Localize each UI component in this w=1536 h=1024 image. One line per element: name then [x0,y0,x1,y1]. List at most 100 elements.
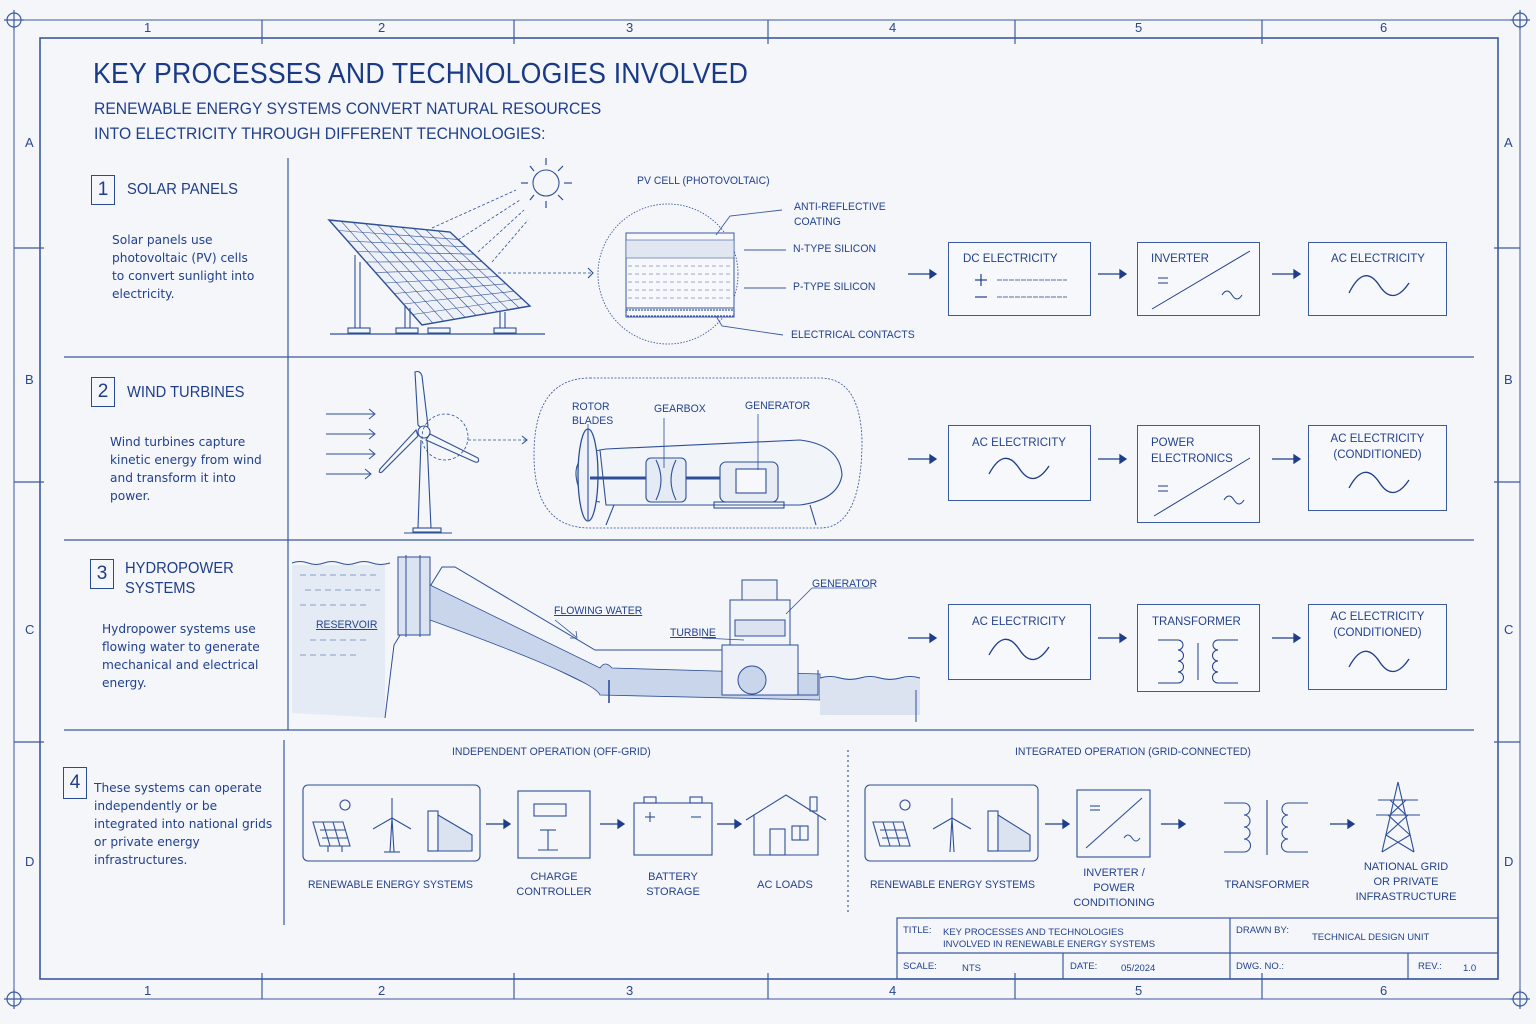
flow-box-label: AC ELECTRICITY [972,616,1066,628]
flow-box-dc-electricity: DC ELECTRICITY [948,242,1091,316]
grid-row-d-right: D [1504,854,1514,869]
flow-box-label: DC ELECTRICITY [963,253,1058,265]
label-generator-hydro: GENERATOR [812,578,878,590]
callout-electrical-contacts: ELECTRICAL CONTACTS [791,329,915,341]
transformer-label: TRANSFORMER [1224,879,1310,891]
flow-box-ac-electricity-hydro: AC ELECTRICITY [948,604,1091,680]
section-description-integration: These systems can operate independently … [94,781,273,867]
panel-cell-line [413,228,498,312]
sine-wave-icon [1348,650,1410,673]
pv-cell-caption: PV CELL (PHOTOVOLTAIC) [637,175,770,187]
battery-icon [633,802,713,856]
tb-scale-label: SCALE: [903,961,937,972]
grid-col-5-top: 5 [1135,20,1143,35]
ac-loads-label: AC LOADS [757,879,813,891]
tb-title-label: TITLE: [903,925,932,936]
grid-col-6-bottom: 6 [1380,983,1388,998]
flow-box-transformer: TRANSFORMER [1137,604,1260,692]
flow-box-label: INVERTER [1151,253,1209,265]
page-subtitle-line-1: RENEWABLE ENERGY SYSTEMS CONVERT NATURAL… [94,100,602,118]
grid-col-4-bottom: 4 [889,983,897,998]
grid-row-c-right: C [1504,622,1514,637]
section-number-4: 4 [63,767,87,799]
flow-box-label: AC ELECTRICITY(CONDITIONED) [1330,433,1425,461]
grid-col-1-top: 1 [144,20,152,35]
callout-p-type: P-TYPE SILICON [793,281,876,293]
mini-solar-icon [312,799,351,852]
offgrid-heading: INDEPENDENT OPERATION (OFF-GRID) [452,746,651,758]
grid-row-c-left: C [25,622,35,637]
section-number-1: 1 [91,175,115,205]
section-number-3: 3 [90,559,114,589]
panel-cell-line [340,220,434,324]
panel-cell-line [365,223,455,320]
grid-col-3-top: 3 [626,20,634,35]
flow-box-label: AC ELECTRICITY [1331,253,1425,265]
panel-cell-line [352,222,444,322]
grid-row-b-right: B [1504,372,1513,387]
ongrid-res-label: RENEWABLE ENERGY SYSTEMS [870,879,1035,891]
nacelle-diagram [533,377,863,529]
charge-controller-icon [517,790,591,859]
sine-wave-icon [988,457,1050,480]
house-icon [745,794,827,821]
tb-scale-value: NTS [962,963,981,974]
grid-col-2-top: 2 [378,20,386,35]
page-subtitle-line-2: INTO ELECTRICITY THROUGH DIFFERENT TECHN… [94,125,546,143]
grid-col-1-bottom: 1 [144,983,152,998]
flow-box-ac-electricity-wind: AC ELECTRICITY [948,425,1091,501]
panel-cell-line [389,225,477,316]
grid-row-a-right: A [1504,135,1513,150]
sine-wave-icon [1348,275,1410,297]
flow-box-label: TRANSFORMER [1152,616,1241,628]
pv-cell-diagram [597,203,786,345]
grid-col-2-bottom: 2 [378,983,386,998]
wind-turbine-illustration [326,370,528,534]
label-reservoir: RESERVOIR [316,619,378,631]
tb-rev-label: REV.: [1418,961,1442,972]
flow-box-ac-electricity: AC ELECTRICITY [1308,242,1447,316]
section-title-wind: WIND TURBINES [127,384,245,401]
tb-date-label: DATE: [1070,961,1098,972]
section-description-hydro: Hydropower systems use flowing water to … [102,622,260,690]
tb-dwg-label: DWG. NO.: [1236,961,1285,972]
page-title: KEY PROCESSES AND TECHNOLOGIES INVOLVED [93,58,749,90]
res-group-ongrid [864,784,1039,862]
section-title-solar: SOLAR PANELS [127,181,238,198]
mini-dam-icon [427,810,473,852]
sine-wave-icon [988,638,1050,661]
inverter-icon-ongrid [1076,789,1151,858]
mini-wind-icon [372,798,412,853]
tb-drawn-by-value: TECHNICAL DESIGN UNIT [1312,932,1430,943]
grid-row-b-left: B [25,372,34,387]
inverter-symbol-icon [1153,457,1251,517]
grid-col-5-bottom: 5 [1135,983,1143,998]
panel-cell-line [377,224,466,318]
flow-arrows [486,268,1356,830]
section-description-wind: Wind turbines capture kinetic energy fro… [110,435,262,503]
grid-col-6-top: 6 [1380,20,1388,35]
tb-drawn-by-label: DRAWN BY: [1236,925,1289,936]
label-turbine: TURBINE [670,627,716,639]
panel-cell-line [437,230,520,309]
callout-n-type: N-TYPE SILICON [793,243,877,255]
transmission-tower-icon [1376,781,1420,853]
panel-cell-line [401,226,488,314]
solar-panel-illustration [327,158,594,335]
section-number-2: 2 [91,377,115,407]
sine-wave-icon [1348,471,1410,494]
res-group-offgrid [302,784,481,862]
hydropower-illustration [291,555,921,722]
flow-box-label: AC ELECTRICITY(CONDITIONED) [1330,611,1425,639]
